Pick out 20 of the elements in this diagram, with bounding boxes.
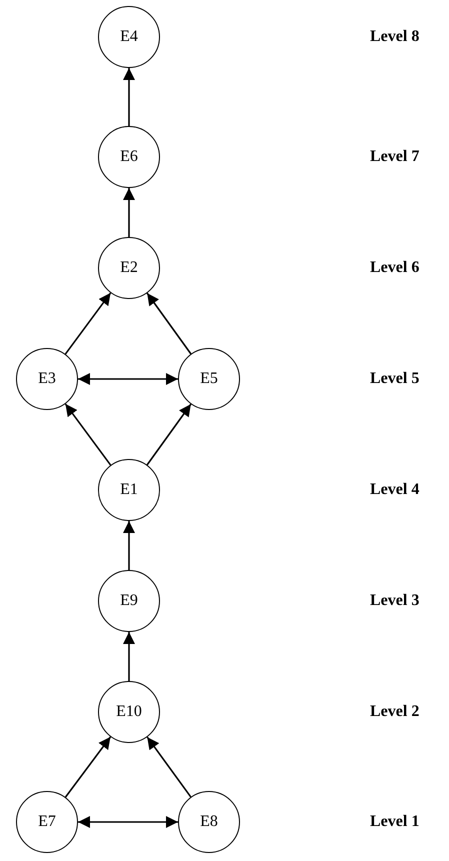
level-label: Level 4 — [370, 482, 420, 498]
arrow — [64, 736, 112, 798]
level-label: Level 5 — [370, 371, 420, 387]
arrow — [123, 632, 135, 681]
arrow — [146, 736, 192, 798]
arrow — [78, 816, 178, 828]
level-label: Level 7 — [370, 149, 420, 165]
arrow — [64, 403, 112, 466]
arrow — [123, 188, 135, 237]
arrow — [146, 404, 192, 466]
level-label: Level 6 — [370, 260, 420, 276]
arrow — [123, 521, 135, 570]
level-label: Level 8 — [370, 29, 420, 45]
level-label: Level 2 — [370, 704, 420, 720]
level-label: Level 3 — [370, 593, 420, 609]
arrow — [64, 292, 112, 355]
arrow — [146, 292, 192, 354]
level-label: Level 1 — [370, 814, 420, 830]
arrow — [78, 373, 178, 385]
arrow — [123, 68, 135, 126]
